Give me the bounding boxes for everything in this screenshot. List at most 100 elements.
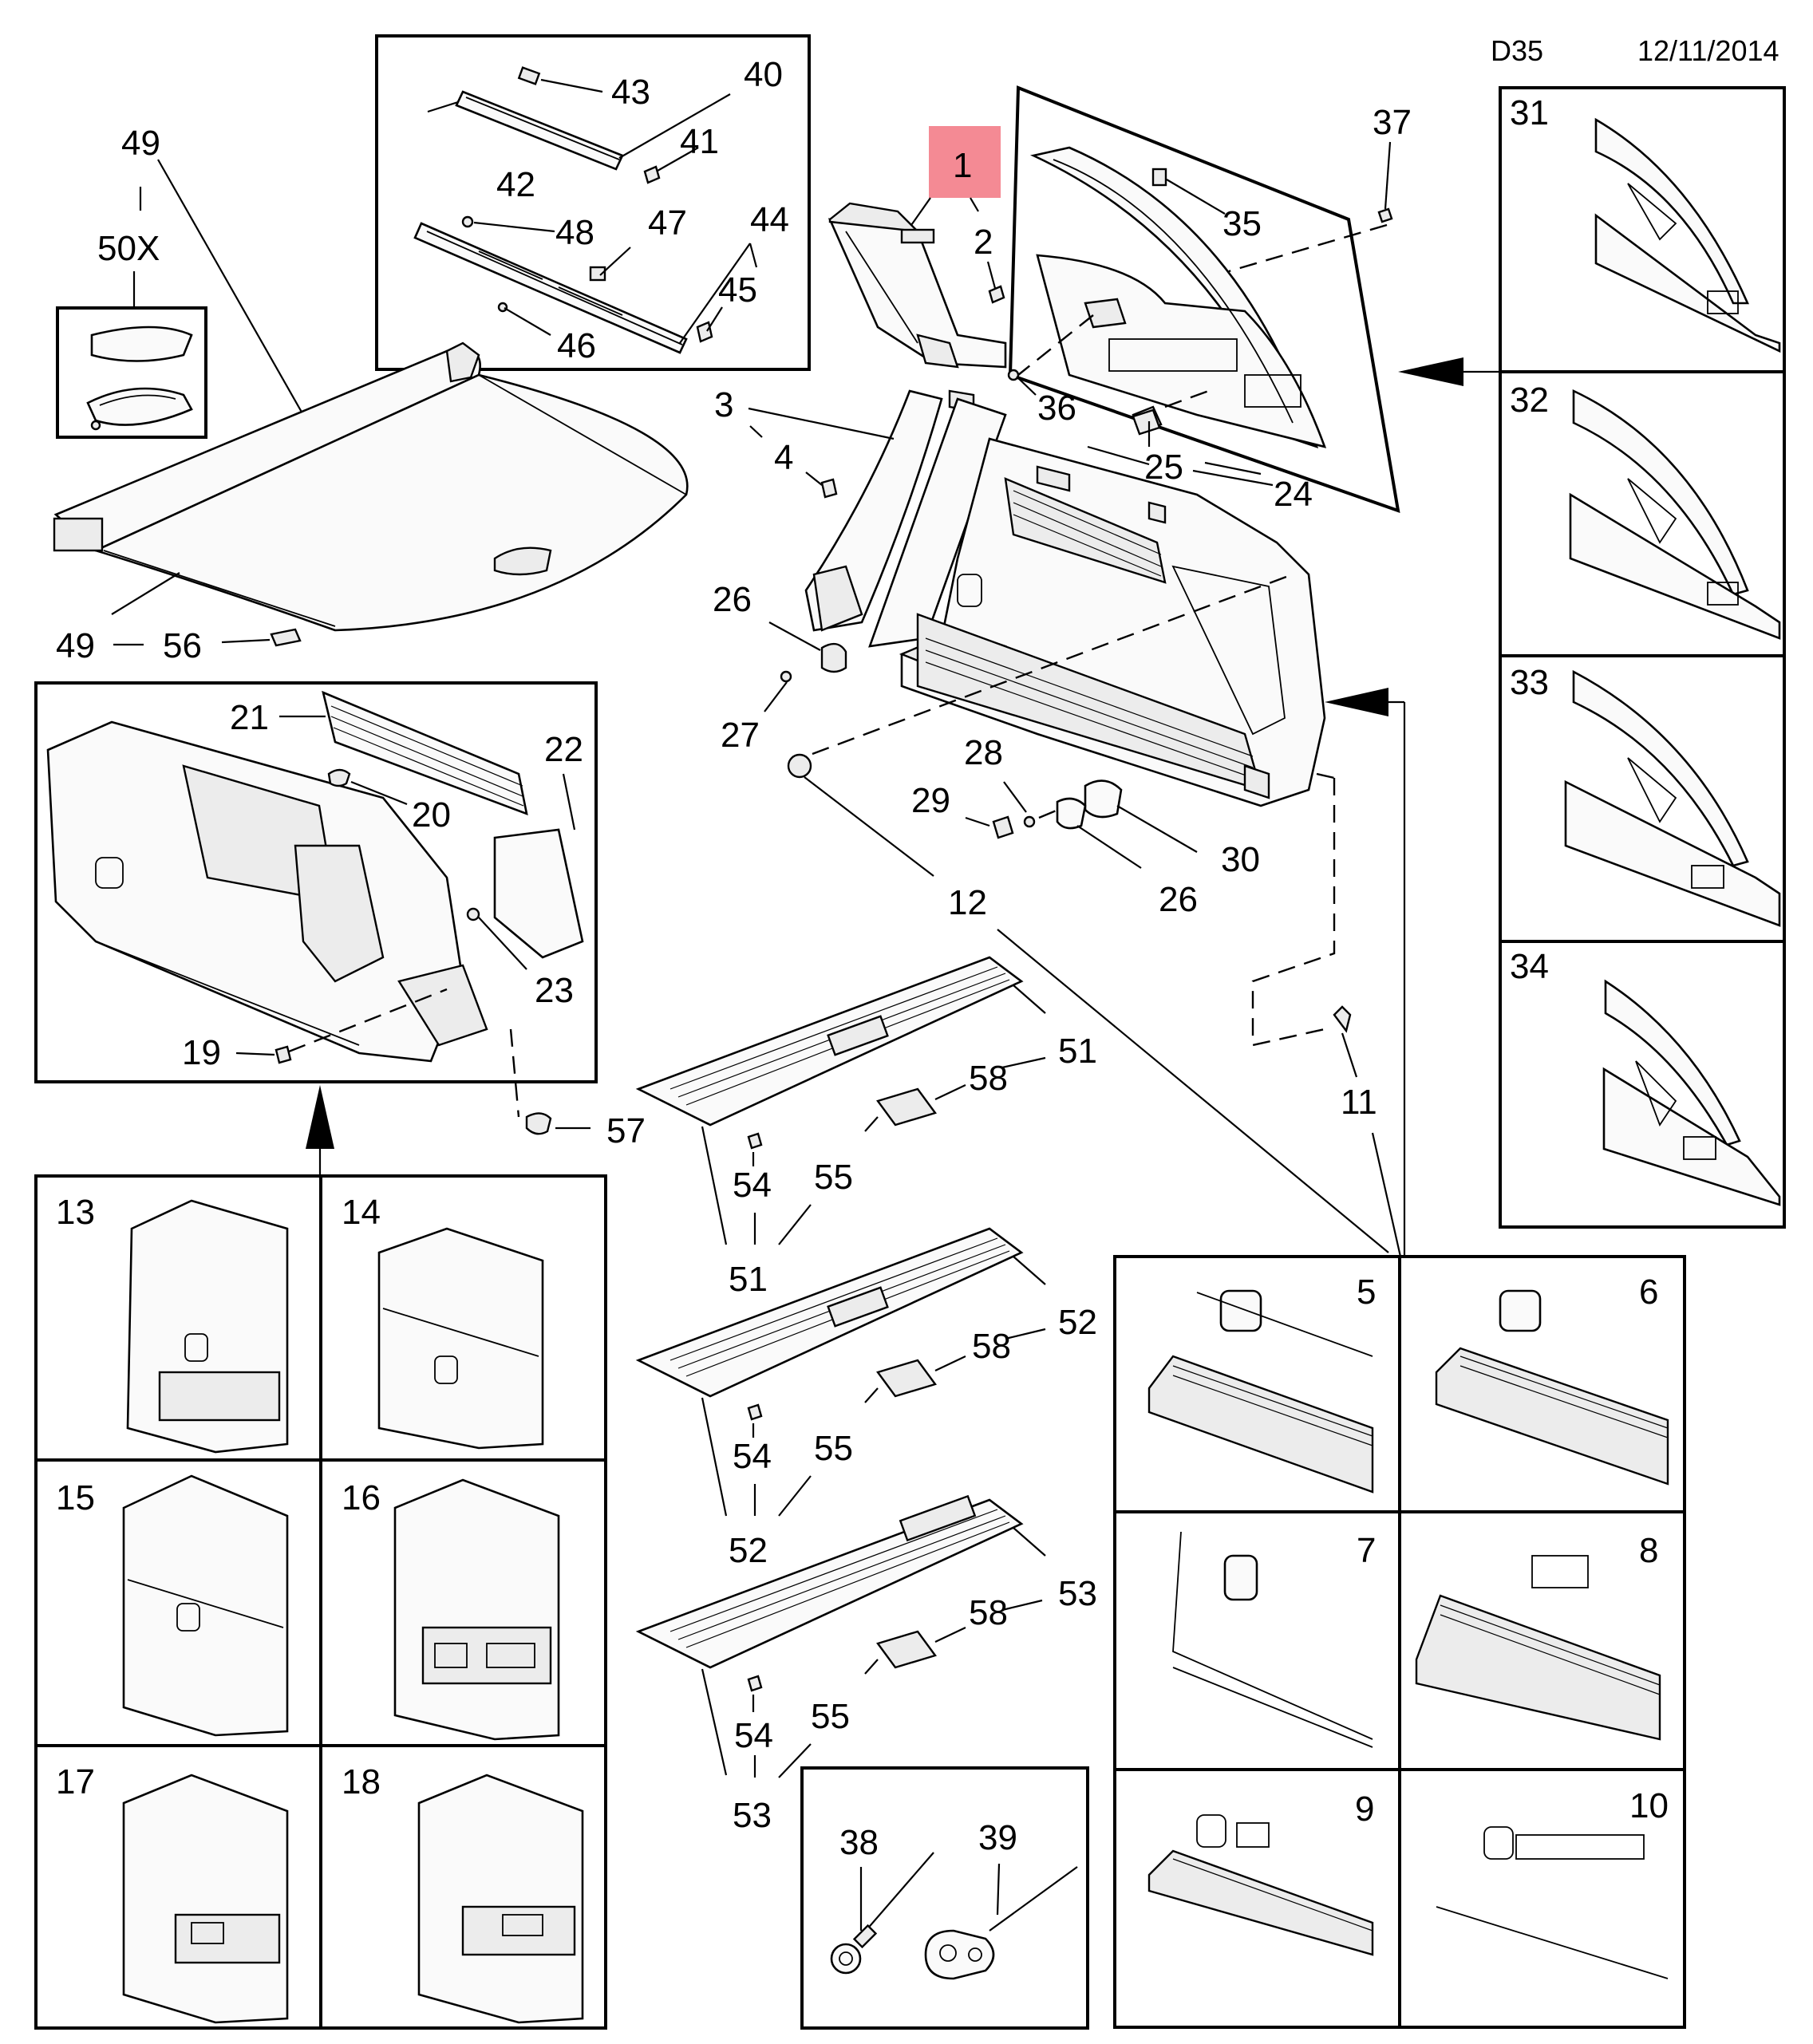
variant-5: 5 [1147,1273,1376,1494]
variant-33: 33 [1510,663,1781,927]
window-trim [1029,146,1327,449]
variant-16-label: 16 [342,1478,381,1517]
inset-harness-box [800,1766,1089,2030]
nut-23 [466,907,480,921]
callout-47: 47 [648,203,687,243]
callout-53-top: 53 [1058,1574,1097,1613]
variant-13-label: 13 [56,1193,95,1232]
cover-handle [86,326,193,431]
clip-37 [1377,207,1393,223]
variant-13: 13 [56,1193,289,1454]
callout-29: 29 [911,781,950,820]
callout-55-top: 55 [814,1158,853,1197]
callout-40: 40 [744,55,783,94]
variant-34: 34 [1510,947,1781,1206]
variant-15: 15 [56,1474,289,1737]
callout-1-highlight: 1 [953,146,972,185]
cover-22 [493,828,584,959]
callout-11: 11 [1341,1083,1377,1122]
clip-58-top [876,1087,937,1127]
upper-pillar-trim [828,202,1007,369]
variant-17-label: 17 [56,1762,95,1801]
callout-25: 25 [1144,448,1183,487]
screw-27 [780,670,792,683]
callout-36: 36 [1037,389,1076,428]
cap-12 [787,753,812,779]
screw-36 [1007,369,1020,381]
callout-41: 41 [680,122,719,161]
callout-48: 48 [555,213,594,252]
variant-7-label: 7 [1357,1531,1376,1570]
callout-4: 4 [774,438,793,477]
sill-plate-52 [635,1227,1024,1398]
callout-22: 22 [544,730,583,769]
callout-19: 19 [182,1033,221,1072]
sill-plate-51 [635,956,1024,1127]
callout-21: 21 [230,698,269,737]
variant-9-label: 9 [1355,1789,1374,1829]
variant-18-label: 18 [342,1762,381,1801]
callout-58-bottom: 58 [969,1593,1008,1632]
callout-42: 42 [496,165,535,204]
cargo-cover [53,341,689,632]
callout-54-top: 54 [733,1166,772,1205]
callout-38: 38 [839,1823,879,1862]
callout-51-top: 51 [1058,1032,1097,1071]
callout-53-bottom: 53 [733,1796,772,1835]
inset-panel-box [34,681,598,1083]
panel-assembly-left [46,720,488,1063]
variant-14-label: 14 [342,1193,381,1232]
callout-12: 12 [948,883,987,922]
inset-rails-box [375,34,811,371]
callout-55-middle: 55 [814,1429,853,1468]
clip-54-top [747,1132,763,1150]
callout-50x: 50X [97,229,160,268]
inset-window-box [1008,85,1400,514]
clip-26-left [820,642,847,673]
variant-16: 16 [342,1478,560,1741]
callout-54-bottom: 54 [734,1716,773,1755]
callout-56: 56 [163,626,202,665]
clip-57 [525,1112,552,1135]
callout-27: 27 [721,716,760,755]
clip-56 [270,628,302,647]
sill-plate-53 [635,1494,1024,1669]
variant-14: 14 [342,1193,544,1450]
leader-12-dash [812,573,1294,756]
variant-6: 6 [1435,1273,1669,1486]
callout-20: 20 [412,795,451,835]
diagram-code: D35 [1491,34,1543,67]
callout-23: 23 [535,971,574,1010]
variant-8: 8 [1415,1531,1661,1741]
callout-45: 45 [718,270,757,310]
callout-52-top: 52 [1058,1303,1097,1342]
variant-15-label: 15 [56,1478,95,1517]
inset-handle-box [56,306,207,439]
arrow-to-main-panel [1325,688,1388,716]
callout-58-middle: 58 [972,1327,1011,1366]
clip-4 [820,478,838,499]
callout-57: 57 [606,1111,646,1150]
callout-26-left: 26 [713,580,752,619]
callout-39: 39 [978,1818,1017,1857]
callout-3: 3 [714,385,733,424]
variant-33-label: 33 [1510,663,1549,702]
rail-upper [427,66,624,171]
clip-54-bottom [747,1675,763,1692]
variant-7: 7 [1172,1531,1376,1748]
callout-52-bottom: 52 [729,1531,768,1570]
variant-9: 9 [1147,1789,1374,1956]
arrow-to-panel-inset [306,1085,334,1149]
variant-17: 17 [56,1762,289,2024]
variant-8-label: 8 [1639,1531,1658,1570]
variant-32-label: 32 [1510,381,1549,420]
callout-58-top: 58 [969,1059,1008,1098]
callout-44: 44 [750,200,789,239]
variant-34-label: 34 [1510,947,1549,986]
harness-38 [830,1852,934,1975]
clip-54-middle [747,1403,763,1421]
variant-10: 10 [1436,1786,1669,1979]
callout-30: 30 [1221,840,1260,879]
